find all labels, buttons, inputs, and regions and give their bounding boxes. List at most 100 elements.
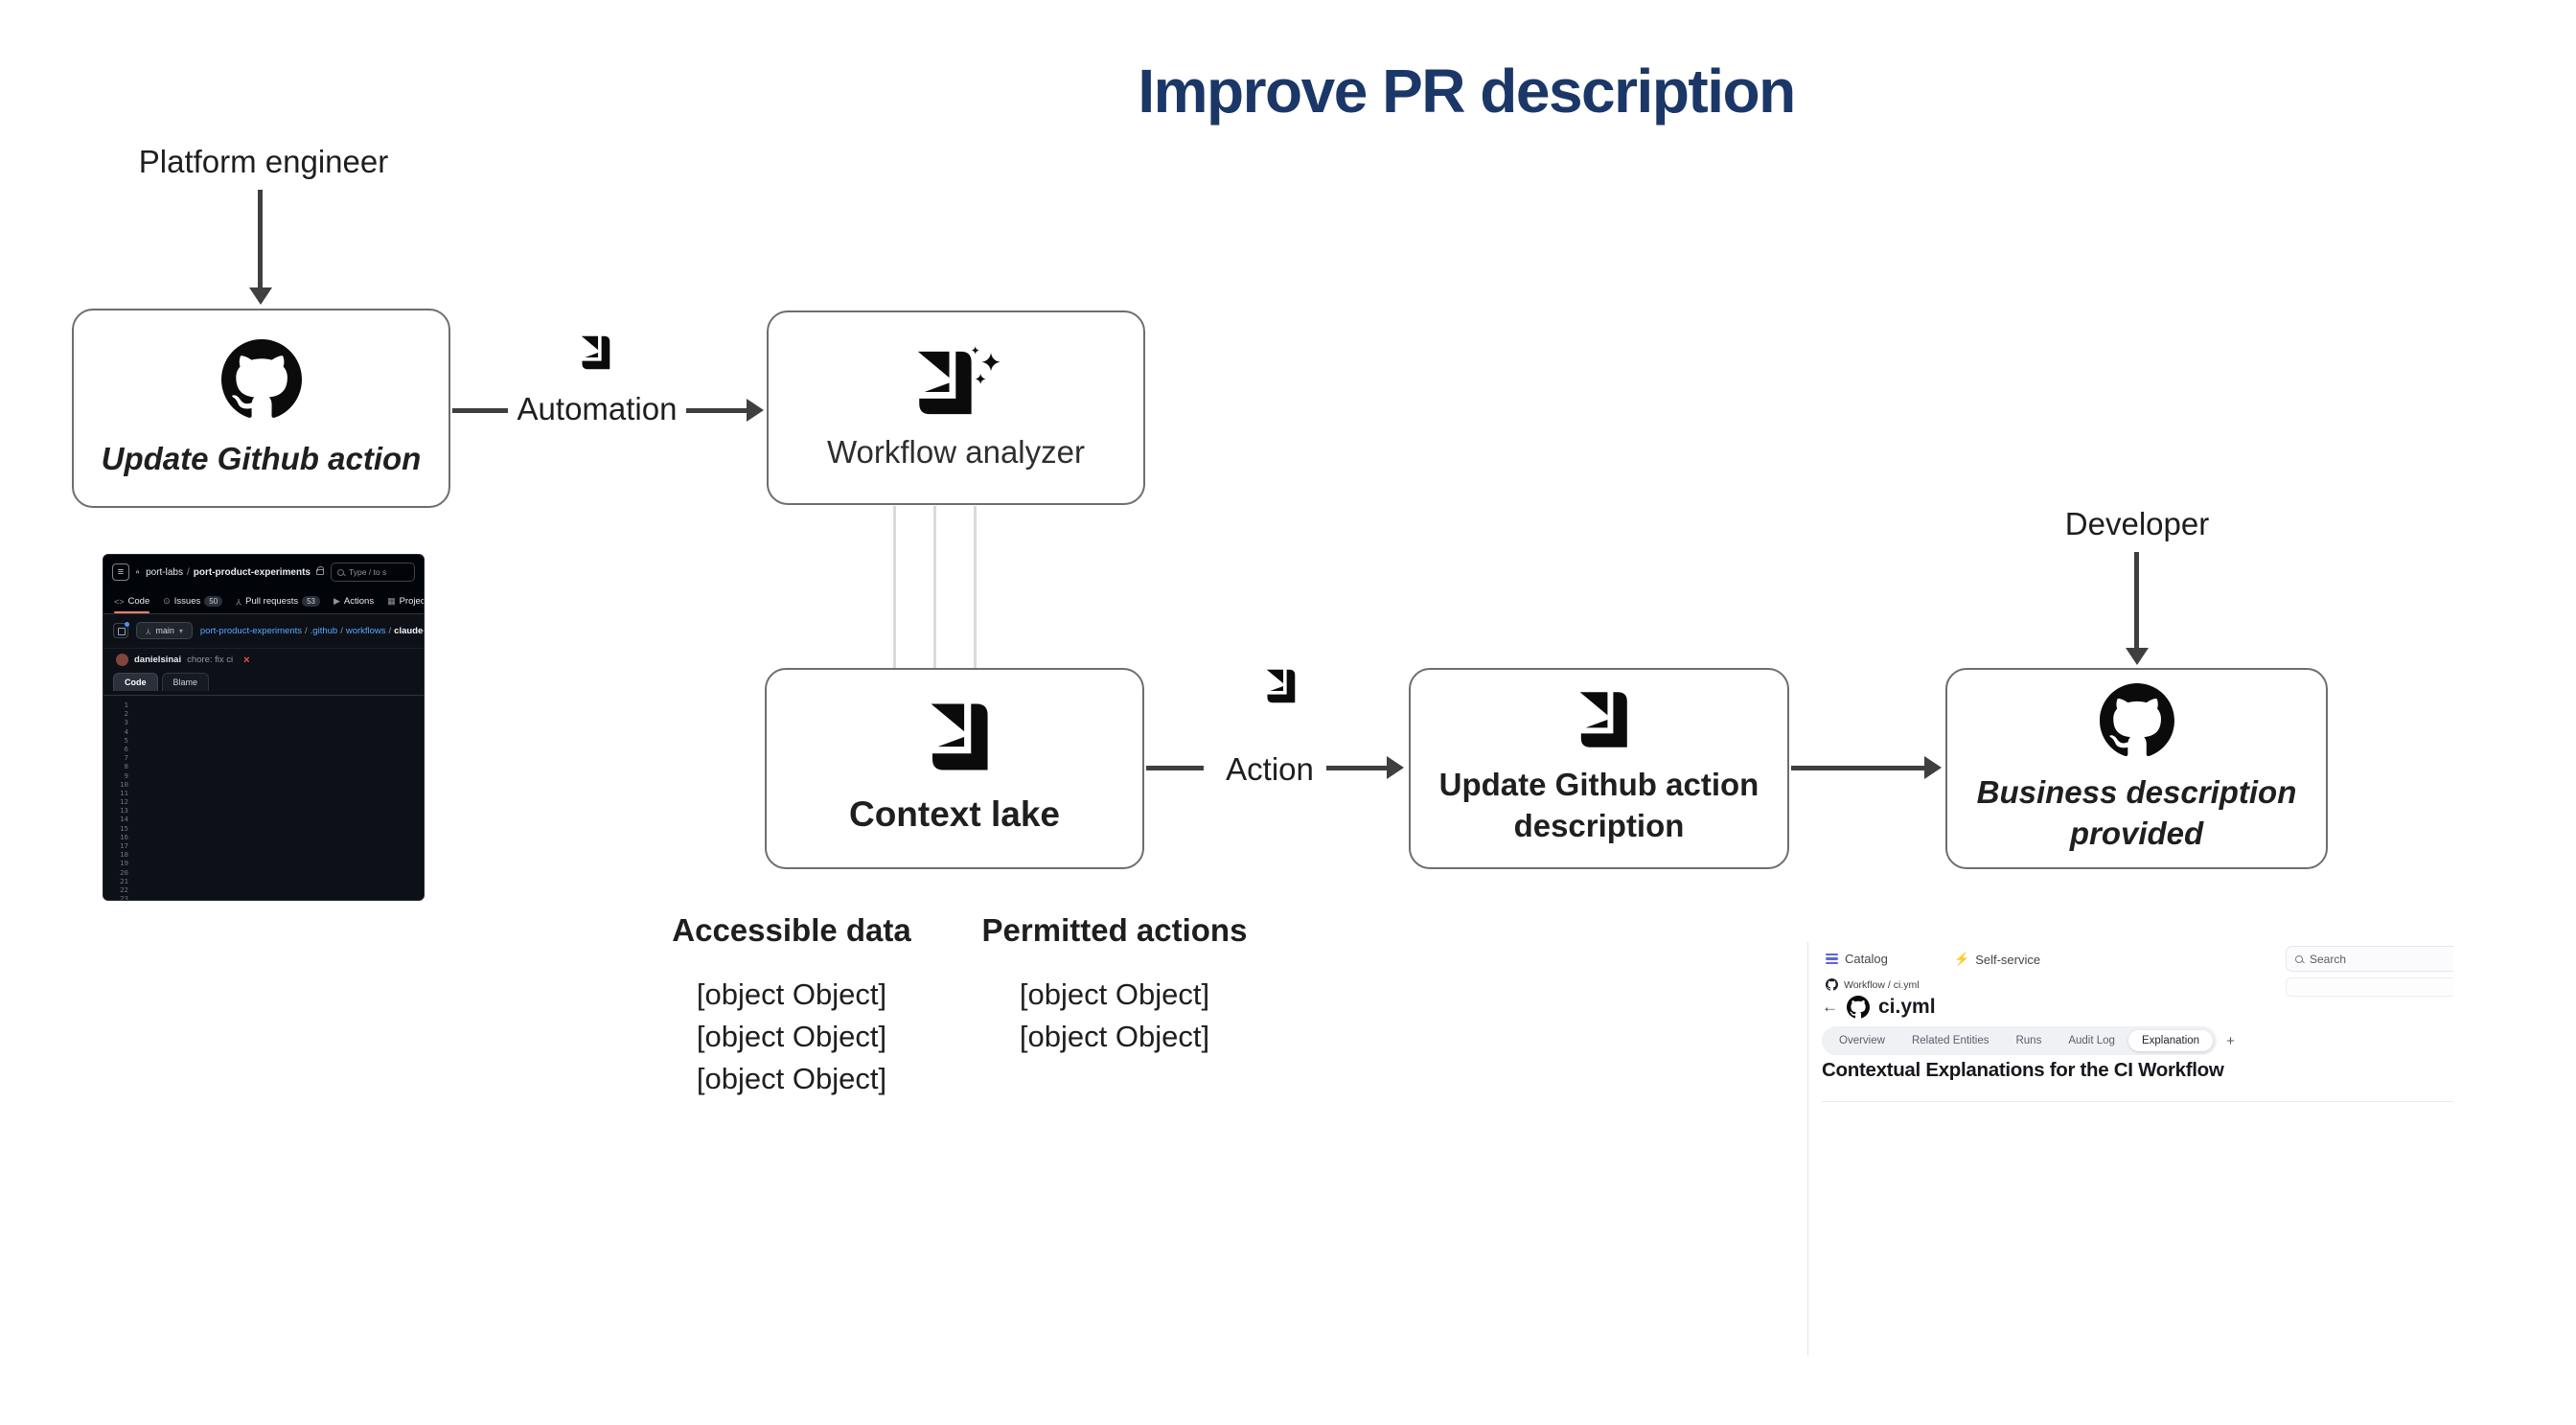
latest-commit-row: danielsinai chore: fix ci × [104,648,424,671]
node-label: Context lake [848,794,1060,834]
tab-overview[interactable]: Overview [1839,1035,1885,1046]
line-number: 23 [120,894,128,900]
port-icon [931,703,988,770]
arrow-update-to-business-head [1924,756,1942,779]
sparkle-icon [975,374,986,384]
port-icon [1579,692,1627,747]
tab-code-view[interactable]: Code [113,673,158,691]
avatar [116,654,128,666]
code-line: 11 [104,789,424,797]
secondary-toolbar-strip [2286,977,2453,997]
code-line: 9 [104,771,424,780]
permitted-actions-column: Permitted actions [object Object][object… [961,912,1268,1058]
github-icon [2099,683,2174,757]
line-number: 4 [124,726,128,736]
branch-icon: Y [146,626,151,635]
tab-audit-log[interactable]: Audit Log [2068,1035,2115,1046]
code-blame-switcher: Code Blame [113,673,210,691]
line-number: 16 [120,832,128,841]
tab-code[interactable]: <>Code [114,589,150,613]
entity-name: ci.yml [1878,996,1936,1018]
arrow-developer-head [2126,648,2149,665]
tab-blame-view[interactable]: Blame [161,673,210,691]
ci-failed-icon[interactable]: × [243,654,250,666]
lock-icon [316,566,324,575]
list-item: [object Object] [1019,1020,1210,1053]
code-line: 18 [104,850,424,859]
pull-request-icon: Y [236,596,242,607]
sparkle-icon [971,346,979,355]
node-workflow-analyzer: Workflow analyzer [767,310,1145,505]
line-number: 12 [120,797,128,807]
port-icon [581,335,610,370]
nav-self-service[interactable]: ⚡Self-service [1954,952,2041,967]
line-number: 9 [124,770,128,780]
line-number: 18 [120,850,128,860]
node-business-description: Business description provided [1945,668,2328,869]
line-number: 11 [120,788,128,797]
tab-projects[interactable]: ▦Projects [387,596,425,607]
line-number: 2 [124,709,128,719]
port-screenshot: Catalog ⚡Self-service Search Workflow / … [1807,942,2453,1355]
divider [1822,1101,2453,1102]
arrow-automation-line1 [452,408,508,413]
code-line: 2 [104,709,424,718]
code-line: 20 [104,868,424,877]
connector-line [893,506,896,669]
arrow-action-head [1387,756,1404,779]
repo-breadcrumb[interactable]: port-labs/port-product-experiments [146,566,324,578]
code-line: 3 [104,718,424,726]
github-search-input[interactable]: Type / to s [331,563,415,582]
permitted-actions-header: Permitted actions [981,912,1248,948]
explanation-heading: Contextual Explanations for the CI Workf… [1822,1059,2224,1081]
github-logo-icon[interactable] [136,563,140,582]
line-number: 22 [120,885,128,894]
list-item: [object Object] [1019,977,1210,1011]
nav-catalog[interactable]: Catalog [1826,952,1888,966]
port-search-input[interactable]: Search [2286,946,2453,972]
lightning-icon: ⚡ [1954,952,1970,966]
port-icon [1266,669,1296,703]
file-path-breadcrumb[interactable]: port-product-experiments/.github/workflo… [199,625,424,636]
code-line: 14 [104,815,424,823]
entity-title-row: ← ci.yml [1822,996,1936,1019]
arrow-action-line2 [1326,766,1388,770]
add-tab-button[interactable]: + [2226,1032,2235,1049]
port-ai-icon [917,346,1000,415]
commit-message[interactable]: chore: fix ci [187,655,234,665]
line-number: 1 [124,701,128,709]
line-number: 15 [120,823,128,833]
search-icon [2295,954,2303,963]
line-number: 17 [120,841,128,850]
accessible-data-header: Accessible data [672,912,911,948]
code-line: 12 [104,797,424,806]
line-number: 14 [120,815,128,824]
tab-related-entities[interactable]: Related Entities [1911,1035,1990,1046]
tab-explanation[interactable]: Explanation [2128,1030,2214,1051]
code-line: 6 [104,745,424,753]
permitted-actions-items: [object Object] [object Object] [961,974,1268,1058]
issue-icon: ⊙ [163,596,171,606]
action-label: Action [1226,751,1314,787]
arrow-platform-engineer-line [258,190,263,291]
code-line: 22 [104,885,424,894]
code-line: 4 [104,727,424,736]
hamburger-menu-icon[interactable]: ≡ [112,563,129,581]
arrow-automation-line2 [686,408,748,413]
entity-tabs: Overview Related Entities Runs Audit Log… [1822,1026,2244,1055]
arrow-update-to-business-line [1791,766,1925,770]
tab-actions[interactable]: ▶Actions [334,596,375,607]
tab-runs[interactable]: Runs [2015,1035,2042,1046]
commit-author[interactable]: danielsinai [134,655,182,665]
node-context-lake: Context lake [765,668,1144,869]
projects-icon: ▦ [387,596,396,606]
editor-toggle-icon[interactable] [113,622,129,638]
entity-breadcrumb[interactable]: Workflow / ci.yml [1826,978,1920,991]
line-number: 3 [124,718,128,727]
back-arrow-icon[interactable]: ← [1822,998,1838,1016]
